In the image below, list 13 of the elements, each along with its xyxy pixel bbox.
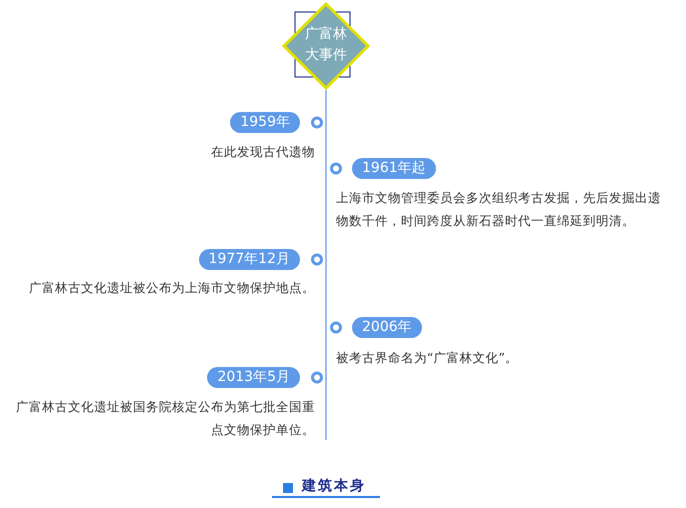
date-pill: 1961年起 (352, 158, 436, 179)
date-pill: 1959年 (230, 112, 300, 133)
section-heading: 建筑本身 (302, 477, 366, 495)
event-description: 广富林古文化遗址被国务院核定公布为第七批全国重点文物保护单位。 (15, 398, 315, 439)
event-description: 在此发现古代遗物 (210, 143, 315, 161)
title-text: 广富林大事件 (304, 25, 348, 65)
date-pill: 2006年 (352, 317, 422, 338)
title-diamond (282, 2, 370, 90)
event-description: 广富林古文化遗址被公布为上海市文物保护地点。 (28, 279, 315, 297)
date-pill: 2013年5月 (207, 367, 300, 388)
date-pill: 1977年12月 (198, 249, 300, 270)
event-description: 被考古界命名为“广富林文化”。 (336, 349, 519, 367)
event-description: 上海市文物管理委员会多次组织考古发掘，先后发掘出遗物数千件，时间跨度从新石器时代一直绵延到明清。 (336, 189, 662, 230)
